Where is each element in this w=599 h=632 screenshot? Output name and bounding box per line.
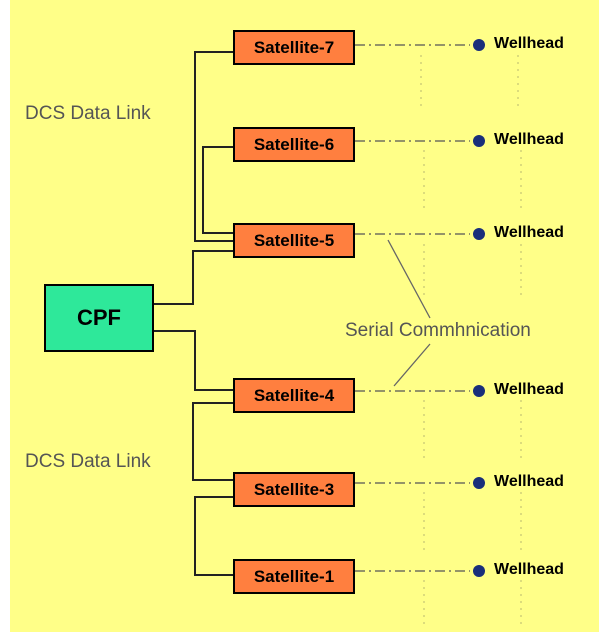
wellhead-label: Wellhead [494,35,564,52]
wellhead-label: Wellhead [494,381,564,398]
dcs-data-link-label-top: DCS Data Link [25,103,151,124]
satellite-1-node: Satellite-1 [233,559,355,594]
dcs-link-sat3-sat1 [194,496,233,576]
satellite-5-node: Satellite-5 [233,223,355,258]
serial-communication-label: Serial Commhnication [345,320,531,341]
cpf-node: CPF [44,284,154,352]
satellite-4-node: Satellite-4 [233,378,355,413]
wellhead-label: Wellhead [494,224,564,241]
satellite-7-node: Satellite-7 [233,30,355,65]
dcs-link-cpf-sat4 [154,330,233,391]
wellhead-dot [473,39,485,51]
satellite-3-node: Satellite-3 [233,472,355,507]
dcs-link-sat4-sat3 [192,402,233,481]
wellhead-dot [473,228,485,240]
dcs-data-link-label-bottom: DCS Data Link [25,451,151,472]
dcs-link-cpf-sat5 [154,250,233,305]
wellhead-dot [473,565,485,577]
wellhead-dot [473,135,485,147]
wellhead-dot [473,477,485,489]
dcs-link-sat6-sat5 [202,146,233,234]
wellhead-label: Wellhead [494,131,564,148]
wellhead-label: Wellhead [494,473,564,490]
serial-callout-top [387,239,431,319]
wellhead-label: Wellhead [494,561,564,578]
dcs-link-sat7-sat5 [194,51,233,242]
serial-callout-bottom [393,343,431,387]
satellite-6-node: Satellite-6 [233,127,355,162]
wellhead-dot [473,385,485,397]
